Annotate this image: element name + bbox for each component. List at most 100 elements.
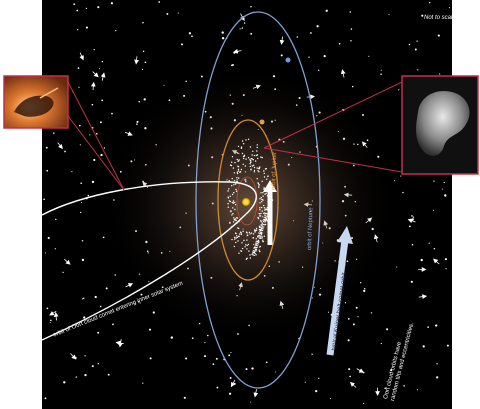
star xyxy=(84,373,87,377)
star xyxy=(349,11,352,13)
orbit-direction-arrow xyxy=(433,258,440,265)
asteroid-dot xyxy=(251,165,254,167)
orbit-direction-arrow xyxy=(70,353,77,360)
star xyxy=(414,48,417,51)
belt-arrowhead xyxy=(263,180,277,192)
asteroid-dot xyxy=(257,182,260,185)
asteroid-dot xyxy=(263,207,266,209)
star xyxy=(315,389,318,393)
asteroid-dot xyxy=(255,244,257,246)
asteroid-dot xyxy=(227,197,230,199)
asteroid-dot xyxy=(256,144,258,146)
inner-orbit xyxy=(236,176,258,226)
star xyxy=(411,218,414,221)
orbit-direction-arrow xyxy=(340,69,346,78)
star xyxy=(347,318,350,320)
star xyxy=(166,12,169,15)
star xyxy=(158,1,161,3)
star xyxy=(99,121,102,124)
star xyxy=(64,150,66,153)
star xyxy=(148,328,152,331)
star xyxy=(421,14,424,17)
asteroid-dot xyxy=(256,178,258,180)
asteroid-dot xyxy=(263,176,266,178)
orbit-direction-arrow xyxy=(90,81,96,91)
asteroid-dot xyxy=(252,164,255,166)
asteroid-dot xyxy=(227,203,229,205)
jupiter-planet xyxy=(259,119,265,125)
orbit-direction-arrow xyxy=(349,381,357,388)
star xyxy=(71,171,73,173)
star xyxy=(107,373,110,376)
asteroid-dot xyxy=(258,186,260,188)
asteroid-dot xyxy=(262,240,264,243)
comet-inset xyxy=(3,75,69,129)
asteroid-dot xyxy=(258,171,260,173)
star xyxy=(216,386,219,389)
asteroid-dot xyxy=(245,158,247,160)
star xyxy=(53,132,55,134)
callout-lines xyxy=(67,81,403,191)
asteroid-dot xyxy=(260,192,262,194)
asteroid-dot xyxy=(231,161,233,163)
asteroid-dot xyxy=(259,202,261,204)
asteroid-dot xyxy=(240,233,243,236)
asteroid-dot xyxy=(243,157,245,160)
asteroid-dot xyxy=(235,190,238,192)
star xyxy=(85,26,88,29)
star xyxy=(446,344,449,347)
star xyxy=(239,28,241,30)
asteroid-dot xyxy=(234,208,236,211)
star xyxy=(114,274,116,276)
asteroid-dot xyxy=(249,254,251,256)
star xyxy=(250,401,252,403)
star xyxy=(142,21,144,24)
star xyxy=(177,12,179,14)
asteroid-dot xyxy=(231,214,233,216)
star xyxy=(112,323,114,326)
asteroid-dot xyxy=(258,213,260,215)
asteroid-dot xyxy=(265,192,267,194)
asteroid-dot xyxy=(242,143,245,145)
star xyxy=(94,295,97,299)
star xyxy=(411,325,413,327)
star xyxy=(245,368,248,371)
asteroid-dot xyxy=(227,190,229,192)
asteroid-dot xyxy=(260,212,262,215)
asteroid-dot xyxy=(261,210,263,212)
asteroid-dot xyxy=(260,233,263,235)
star xyxy=(76,29,79,31)
asteroid-dot xyxy=(262,195,264,197)
star xyxy=(115,29,117,32)
asteroid-dot xyxy=(267,175,269,177)
star xyxy=(347,339,350,342)
asteroid-dot xyxy=(228,200,230,202)
asteroid-dot xyxy=(236,235,238,237)
asteroid-dot xyxy=(233,245,235,248)
asteroid-dot xyxy=(241,247,244,250)
star xyxy=(63,381,66,384)
asteroid-dot xyxy=(231,201,233,204)
asteroid-dot xyxy=(264,193,266,195)
star xyxy=(54,248,56,250)
star xyxy=(323,55,326,58)
orbit-direction-arrow xyxy=(92,71,99,78)
asteroid-dot xyxy=(243,154,246,157)
kuiper-arrowhead xyxy=(337,226,353,244)
orbit-direction-arrow xyxy=(356,368,364,373)
asteroid-dot xyxy=(255,227,258,230)
star xyxy=(204,342,206,344)
asteroid-dot xyxy=(259,250,261,253)
asteroid-dot xyxy=(259,198,261,200)
star xyxy=(416,40,418,42)
star xyxy=(412,216,415,218)
star xyxy=(44,397,47,400)
star xyxy=(84,355,86,357)
asteroid-dot xyxy=(255,229,258,231)
asteroid-dot xyxy=(262,192,264,194)
star xyxy=(311,353,313,355)
star xyxy=(95,132,98,135)
star xyxy=(448,7,450,9)
asteroid-dot xyxy=(233,217,235,219)
asteroid-dot xyxy=(236,171,238,173)
